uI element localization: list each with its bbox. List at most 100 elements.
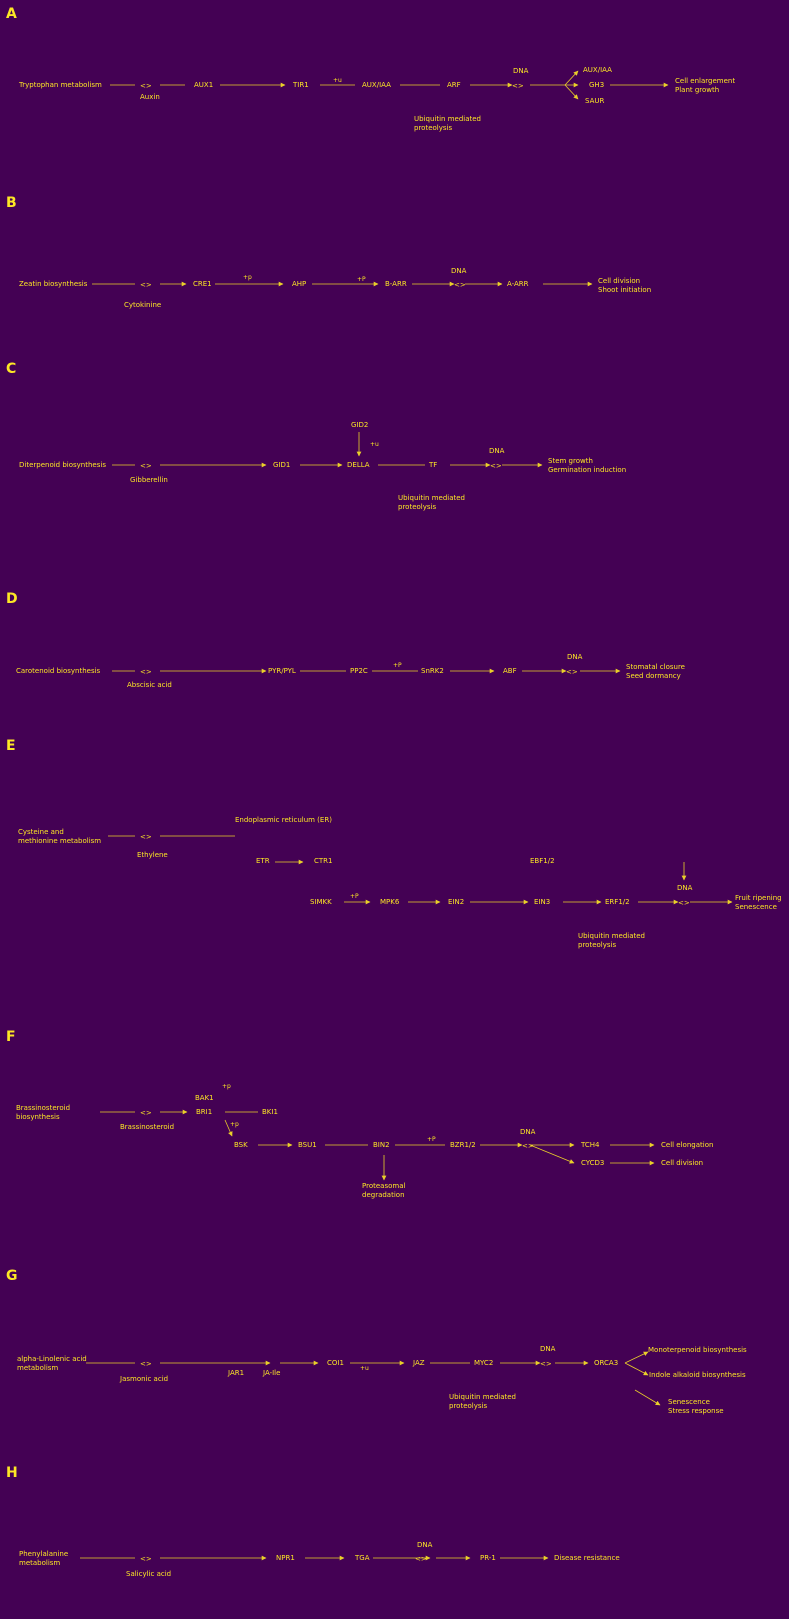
node-ahp: AHP bbox=[292, 280, 307, 288]
outcome-g2: Indole alkaloid biosynthesis bbox=[649, 1371, 746, 1379]
ligand-label-g: Jasmonic acid bbox=[120, 1375, 169, 1383]
panel-label-b: B bbox=[6, 195, 17, 211]
ub-label-g: +u bbox=[360, 1365, 369, 1372]
ligand-label-b: Cytokinine bbox=[124, 301, 162, 309]
panel-label-c: C bbox=[6, 361, 17, 377]
start-node-f: Brassinosteroid biosynthesis bbox=[16, 1104, 71, 1121]
panel-label-e: E bbox=[6, 738, 16, 754]
edge-g-9 bbox=[624, 1362, 649, 1376]
dna-glyph-f: <> bbox=[522, 1142, 534, 1150]
ligand-label-e: Ethylene bbox=[137, 851, 168, 859]
p-label-f2: +p bbox=[230, 1121, 239, 1128]
p-label-e: +P bbox=[350, 893, 359, 900]
node-abf: ABF bbox=[503, 667, 517, 675]
start-node-g: alpha-Linolenic acid metabolism bbox=[17, 1355, 87, 1372]
node-bzr: BZR1/2 bbox=[450, 1141, 476, 1149]
dna-label-g: DNA bbox=[540, 1345, 556, 1353]
ligand-glyph-d: <> bbox=[140, 668, 152, 676]
ligand-glyph-e: <> bbox=[140, 833, 152, 841]
node-ein3: EIN3 bbox=[534, 898, 551, 906]
node-npr1: NPR1 bbox=[276, 1554, 295, 1562]
dna-label-d: DNA bbox=[567, 653, 583, 661]
dna-glyph-a: <> bbox=[512, 82, 524, 90]
panel-label-a: A bbox=[6, 6, 17, 22]
node-bsk: BSK bbox=[234, 1141, 248, 1149]
ligand-glyph-a: <> bbox=[140, 82, 152, 90]
node-ctr1: CTR1 bbox=[314, 857, 333, 865]
ligand-glyph-f: <> bbox=[140, 1109, 152, 1117]
er-label: Endoplasmic reticulum (ER) bbox=[235, 816, 332, 824]
outcome-g1: Monoterpenoid biosynthesis bbox=[648, 1346, 747, 1354]
outcome-h: Disease resistance bbox=[554, 1554, 620, 1562]
degradation-g: Ubiquitin mediated proteolysis bbox=[449, 1393, 516, 1410]
panel-label-f: F bbox=[6, 1029, 16, 1045]
dna-glyph-h: <> bbox=[415, 1555, 427, 1563]
node-bri1: BRI1 bbox=[196, 1108, 213, 1116]
node-tga: TGA bbox=[355, 1554, 370, 1562]
degradation-e: Ubiquitin mediated proteolysis bbox=[578, 932, 645, 949]
dna-label-b: DNA bbox=[451, 267, 467, 275]
ub-label-c: +u bbox=[370, 441, 379, 448]
node-pr1: PR-1 bbox=[480, 1554, 496, 1562]
degradation-f: Proteasomal degradation bbox=[362, 1182, 406, 1199]
start-node-e: Cysteine and methionine metabolism bbox=[18, 828, 102, 845]
target-gh3: GH3 bbox=[589, 81, 605, 89]
panel-label-d: D bbox=[6, 591, 18, 607]
outcome-a: Cell enlargement Plant growth bbox=[675, 77, 736, 94]
start-node-b: Zeatin biosynthesis bbox=[19, 280, 88, 288]
node-tch4: TCH4 bbox=[581, 1141, 600, 1149]
dna-label-h: DNA bbox=[417, 1541, 433, 1549]
node-ein2: EIN2 bbox=[448, 898, 465, 906]
outcome-e: Fruit ripening Senescence bbox=[735, 894, 782, 911]
node-b-arr: B-ARR bbox=[385, 280, 407, 288]
ligand-label-f: Brassinosteroid bbox=[120, 1123, 175, 1131]
start-node-a: Tryptophan metabolism bbox=[19, 81, 102, 89]
node-myc2: MYC2 bbox=[474, 1359, 494, 1367]
p-label-d: +P bbox=[393, 662, 402, 669]
p-label-f3: +P bbox=[427, 1136, 436, 1143]
dna-glyph-b: <> bbox=[454, 281, 466, 289]
node-bsu1: BSU1 bbox=[298, 1141, 317, 1149]
node-jar1: JAR1 bbox=[228, 1369, 245, 1377]
degradation-a: Ubiquitin mediated proteolysis bbox=[414, 115, 481, 132]
outcome-d: Stomatal closure Seed dormancy bbox=[626, 663, 685, 680]
node-ja-ile: JA-Ile bbox=[263, 1369, 281, 1377]
node-tir1: TIR1 bbox=[293, 81, 309, 89]
ligand-label-a: Auxin bbox=[140, 93, 160, 101]
node-ebf: EBF1/2 bbox=[530, 857, 555, 865]
p-label-b2: +P bbox=[357, 276, 366, 283]
node-snrk2: SnRK2 bbox=[421, 667, 444, 675]
ligand-glyph-g: <> bbox=[140, 1360, 152, 1368]
outcome-c: Stem growth Germination induction bbox=[548, 457, 627, 474]
dna-label-f: DNA bbox=[520, 1128, 536, 1136]
node-bki1: BKI1 bbox=[262, 1108, 278, 1116]
ligand-glyph-c: <> bbox=[140, 462, 152, 470]
node-gid1: GID1 bbox=[273, 461, 291, 469]
dna-label-a: DNA bbox=[513, 67, 529, 75]
outcome-g3: Senescence Stress response bbox=[668, 1398, 724, 1415]
node-pyr-pyl: PYR/PYL bbox=[268, 667, 296, 675]
target-aux-iaa: AUX/IAA bbox=[583, 66, 612, 74]
node-pp2c: PP2C bbox=[350, 667, 368, 675]
node-bak1: BAK1 bbox=[195, 1094, 214, 1102]
edge-f-4 bbox=[224, 1119, 233, 1137]
node-simkk: SIMKK bbox=[310, 898, 332, 906]
outcome-f1: Cell elongation bbox=[661, 1141, 714, 1149]
node-bin2: BIN2 bbox=[373, 1141, 390, 1149]
node-aux-iaa: AUX/IAA bbox=[362, 81, 391, 89]
target-saur: SAUR bbox=[585, 97, 605, 105]
node-tf: TF bbox=[429, 461, 438, 469]
edge-g-8 bbox=[624, 1351, 649, 1364]
node-jaz: JAZ bbox=[413, 1359, 425, 1367]
panel-label-h: H bbox=[6, 1465, 18, 1481]
node-mpk6: MPK6 bbox=[380, 898, 400, 906]
dna-glyph-e: <> bbox=[678, 899, 690, 907]
start-node-c: Diterpenoid biosynthesis bbox=[19, 461, 106, 469]
node-a-arr: A-ARR bbox=[507, 280, 529, 288]
node-cycd3: CYCD3 bbox=[581, 1159, 605, 1167]
node-arf: ARF bbox=[447, 81, 461, 89]
edge-g-10 bbox=[634, 1389, 661, 1406]
dna-glyph-c: <> bbox=[490, 462, 502, 470]
